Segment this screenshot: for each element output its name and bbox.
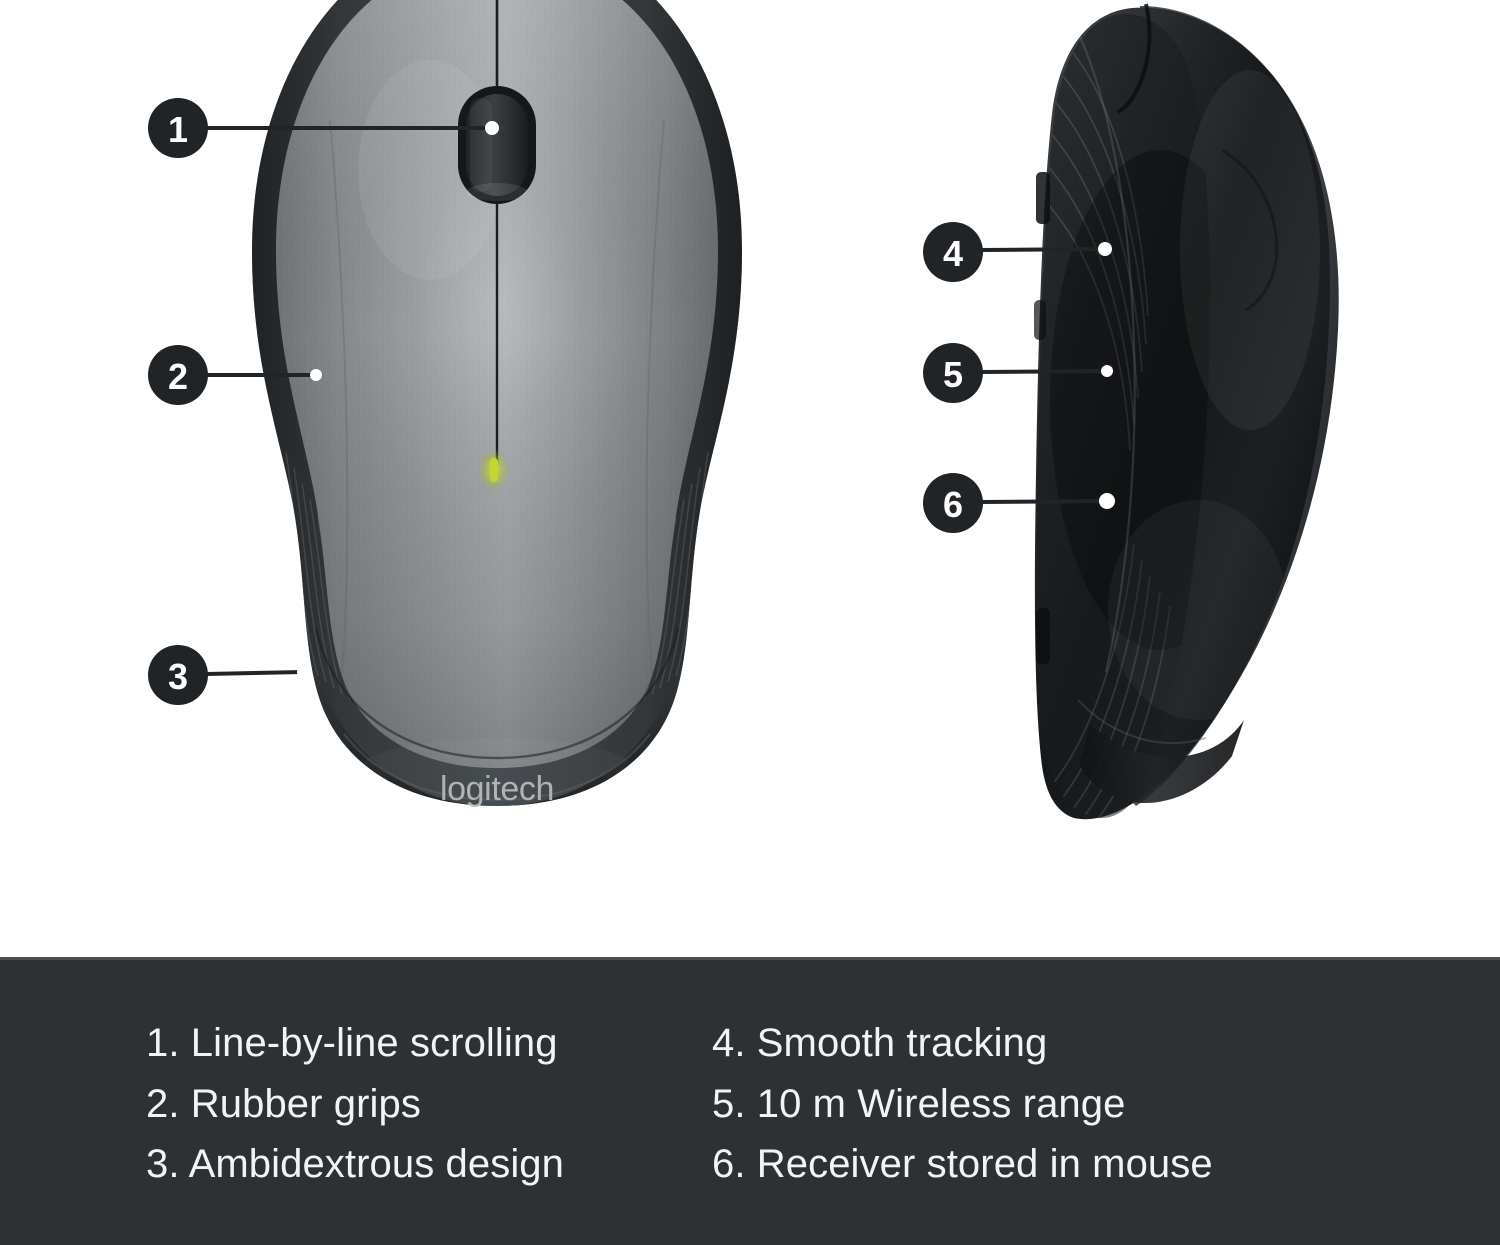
- caption-columns: 1. Line-by-line scrolling 2. Rubber grip…: [0, 960, 1500, 1245]
- callout-4-number: 4: [943, 233, 963, 274]
- callout-2[interactable]: 2: [148, 345, 322, 405]
- callout-1-anchor-dot: [485, 121, 499, 135]
- led-indicator: [490, 458, 498, 482]
- callout-5-circle: [923, 343, 983, 403]
- callout-3-anchor-dot: [297, 666, 309, 678]
- scroll-wheel-highlight: [470, 98, 492, 192]
- side-base-lip: [1080, 720, 1244, 804]
- callout-1[interactable]: 1: [148, 98, 499, 158]
- callout-5[interactable]: 5: [923, 343, 1113, 403]
- product-illustration-stage: logitech: [148, 0, 1339, 820]
- callout-4[interactable]: 4: [923, 222, 1112, 282]
- callout-2-circle: [148, 345, 208, 405]
- caption-item-5: 5. 10 m Wireless range: [712, 1081, 1126, 1126]
- callout-4-anchor-dot: [1098, 242, 1112, 256]
- callout-6-anchor-dot: [1099, 493, 1115, 509]
- callout-3[interactable]: 3: [148, 645, 309, 705]
- callout-5-number: 5: [943, 354, 963, 395]
- callout-5-anchor-dot: [1101, 365, 1113, 377]
- product-illustration: logitech: [148, 0, 1339, 820]
- side-tab-lower: [1036, 608, 1050, 664]
- button-contour-left: [329, 119, 349, 677]
- caption-column-left: 1. Line-by-line scrolling 2. Rubber grip…: [0, 1013, 700, 1195]
- callout-1-circle: [148, 98, 208, 158]
- caption-item-2: 2. Rubber grips: [146, 1081, 421, 1126]
- callout-2-anchor-dot: [310, 369, 322, 381]
- caption-item-4: 4. Smooth tracking: [712, 1020, 1048, 1065]
- scroll-wheel: [466, 94, 528, 196]
- logitech-wordmark: logitech: [440, 770, 554, 808]
- caption-item-1: 1. Line-by-line scrolling: [146, 1020, 558, 1065]
- side-wheel-notch: [1116, 3, 1152, 114]
- caption-item-6: 6. Receiver stored in mouse: [712, 1142, 1213, 1187]
- callout-1-number: 1: [168, 109, 188, 150]
- caption-column-right: 4. Smooth tracking 5. 10 m Wireless rang…: [700, 1013, 1500, 1195]
- callout-group-top-view: 1 2 3: [148, 98, 499, 705]
- side-tab-upper: [1036, 172, 1050, 224]
- callout-4-circle: [923, 222, 983, 282]
- callout-3-circle: [148, 645, 208, 705]
- mouse-side-view: [1034, 3, 1339, 820]
- callout-2-number: 2: [168, 356, 188, 397]
- mouse-top-view: logitech: [252, 0, 742, 808]
- callout-4-leader-line: [980, 247, 1106, 252]
- caption-item-3: 3. Ambidextrous design: [146, 1142, 565, 1187]
- callout-3-leader-line: [205, 670, 304, 676]
- callout-6-number: 6: [943, 484, 963, 525]
- callout-6-circle: [923, 473, 983, 533]
- mouse-rear-shell: [294, 642, 700, 806]
- callout-5-leader-line: [980, 369, 1108, 374]
- side-tab-middle: [1034, 300, 1046, 340]
- callout-3-number: 3: [168, 656, 188, 697]
- button-contour-right: [645, 119, 665, 677]
- callout-6-leader-line: [980, 499, 1108, 504]
- callout-6[interactable]: 6: [923, 473, 1115, 533]
- shell-seam-bottom: [314, 627, 680, 760]
- feature-caption-band: 1. Line-by-line scrolling 2. Rubber grip…: [0, 957, 1500, 1245]
- callout-group-side-view: 4 5 6: [923, 222, 1115, 533]
